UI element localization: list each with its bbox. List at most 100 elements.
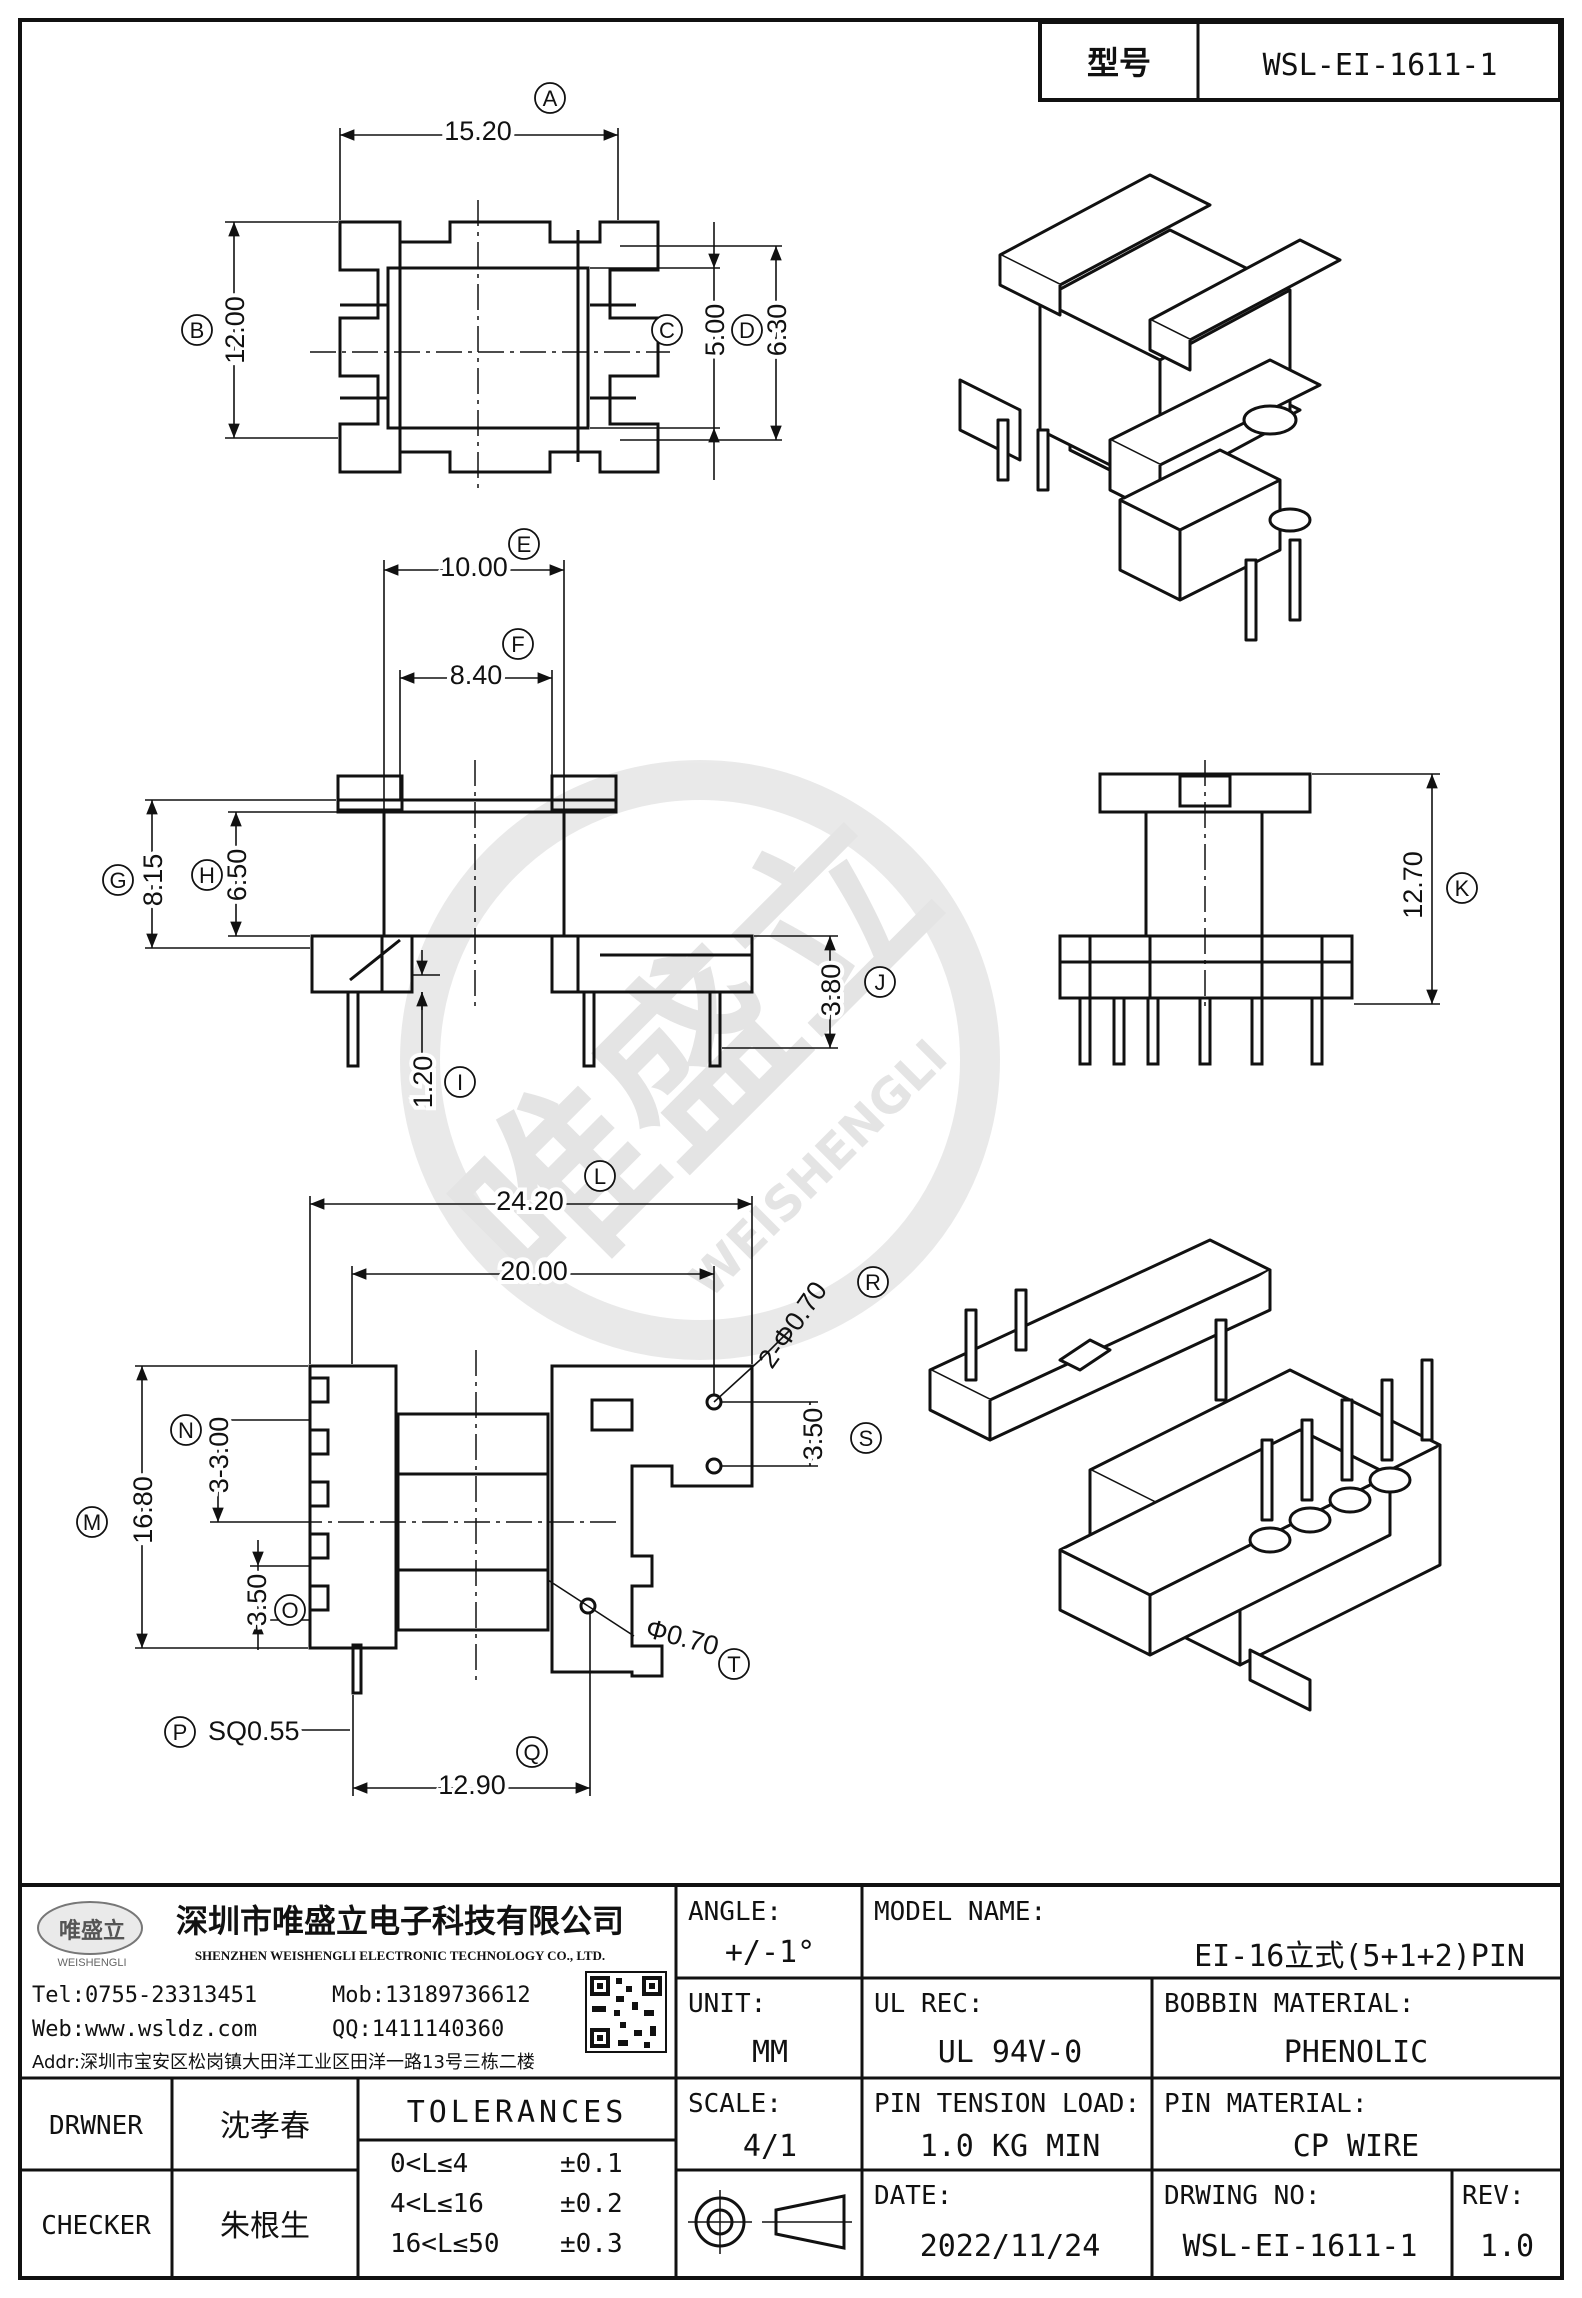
tol-range: 16<L≤50 [390,2229,500,2259]
dim-A-balloon: A [534,82,566,114]
model-header: 型号 WSL-EI-1611-1 [1038,20,1562,102]
side-view-dims [1312,773,1440,1005]
dim-I-value: 1.20 [408,1056,438,1109]
model-name-label: MODEL NAME: [874,1897,1046,1927]
dim-P-value: SQ0.55 [208,1716,300,1746]
dim-H-balloon: H [191,859,223,891]
dim-N-balloon: N [170,1414,202,1446]
drawing-no-label: DRWING NO: [1164,2181,1321,2211]
dim-B-balloon: B [181,314,213,346]
date-label: DATE: [874,2181,952,2211]
company-name-cn: 深圳市唯盛立电子科技有限公司 [176,1902,624,1940]
model-name-value: EI-16立式(5+1+2)PIN [1194,1939,1525,1974]
dim-C-value: 5.00 [700,304,730,357]
sheet-border [18,18,1564,2280]
svg-text:N: N [178,1418,194,1443]
dim-L-value: 24.20 [496,1186,564,1216]
dim-G-balloon: G [102,864,134,896]
dim-R-balloon: R [857,1266,889,1298]
dim-F-balloon: F [502,628,534,660]
top-view-dims [225,128,782,480]
checker-value: 朱根生 [220,2209,310,2244]
dim-K-value: 12.70 [1398,851,1428,919]
dim-C-balloon: C [651,314,683,346]
dim-N-value: 3-3.00 [204,1417,234,1494]
top-view-centerlines [310,200,670,490]
date-value: 2022/11/24 [920,2229,1101,2264]
dim-O-value: 3.50 [242,1574,272,1627]
svg-text:K: K [1455,876,1470,901]
drawing-no-value: WSL-EI-1611-1 [1183,2229,1418,2264]
company-mob: Mob:13189736612 [332,1983,531,2008]
svg-text:T: T [727,1652,740,1677]
dim-K-balloon: K [1446,872,1478,904]
tolerance-table: 0<L≤4 ±0.1 4<L≤16 ±0.2 16<L≤50 ±0.3 [390,2149,623,2259]
unit-value: MM [752,2035,788,2070]
scale-label: SCALE: [688,2089,782,2119]
angle-value: +/-1° [725,1935,815,1970]
model-header-label: 型号 [1087,44,1151,82]
company-qq: QQ:1411140360 [332,2017,504,2042]
pin-tension-value: 1.0 KG MIN [920,2129,1101,2164]
pin-tension-label: PIN TENSION LOAD: [874,2089,1140,2119]
ul-label: UL REC: [874,1989,984,2019]
bobbin-material-label: BOBBIN MATERIAL: [1164,1989,1414,2019]
svg-text:M: M [83,1510,101,1535]
svg-text:L: L [594,1164,606,1189]
dim-D-balloon: D [731,314,763,346]
company-web: Web:www.wsldz.com [32,2017,257,2042]
dim-D-value: 6.30 [762,304,792,357]
dim-G-value: 8.15 [138,854,168,907]
dim-E-balloon: E [508,528,540,560]
dim-Q-value: 12.90 [438,1770,506,1800]
dim-B-value: 12.00 [220,296,250,364]
rev-label: REV: [1462,2181,1525,2211]
bottom-view [308,1364,754,1695]
dim-O-balloon: O [274,1594,306,1626]
svg-text:O: O [281,1598,298,1623]
svg-text:E: E [517,532,532,557]
drawer-value: 沈孝春 [220,2109,310,2144]
company-logo: 唯盛立 WEISHENGLI [37,1901,143,1969]
front-view-dims [145,560,838,1060]
svg-text:C: C [659,318,675,343]
dim-I-balloon: I [444,1066,476,1098]
dim-L2-value: 20.00 [500,1256,568,1286]
svg-text:S: S [859,1426,874,1451]
tol-value: ±0.1 [560,2149,623,2179]
logo-sub: WEISHENGLI [57,1957,126,1969]
company-name-en: SHENZHEN WEISHENGLI ELECTRONIC TECHNOLOG… [195,1948,605,1963]
ul-value: UL 94V-0 [938,2035,1083,2070]
svg-text:A: A [543,86,558,111]
top-view [338,220,660,474]
tol-range: 4<L≤16 [390,2189,484,2219]
dim-A-value: 15.20 [444,116,512,146]
svg-text:J: J [875,970,886,995]
dim-E-value: 10.00 [440,552,508,582]
rev-value: 1.0 [1480,2229,1534,2264]
front-view [310,774,754,1068]
dim-L-balloon: L [584,1160,616,1192]
dim-Q-balloon: Q [516,1736,548,1768]
bottom-view-centerlines [296,1350,620,1680]
projection-symbol [688,2190,852,2254]
svg-text:P: P [173,1720,188,1745]
iso-view-top [958,173,1342,642]
scale-value: 4/1 [743,2129,797,2164]
dim-J-balloon: J [864,966,896,998]
svg-text:B: B [190,318,205,343]
dim-M-balloon: M [76,1506,108,1538]
svg-text:R: R [865,1270,881,1295]
iso-view-bottom [928,1238,1442,1712]
svg-text:D: D [739,318,755,343]
tolerances-label: TOLERANCES [407,2095,628,2130]
dim-T-balloon: T [718,1648,750,1680]
angle-label: ANGLE: [688,1897,782,1927]
svg-text:G: G [109,868,126,893]
dim-S-value: 3.50 [798,1408,828,1461]
pin-material-label: PIN MATERIAL: [1164,2089,1368,2119]
svg-text:I: I [457,1070,463,1095]
svg-text:F: F [511,632,524,657]
tol-value: ±0.3 [560,2229,623,2259]
